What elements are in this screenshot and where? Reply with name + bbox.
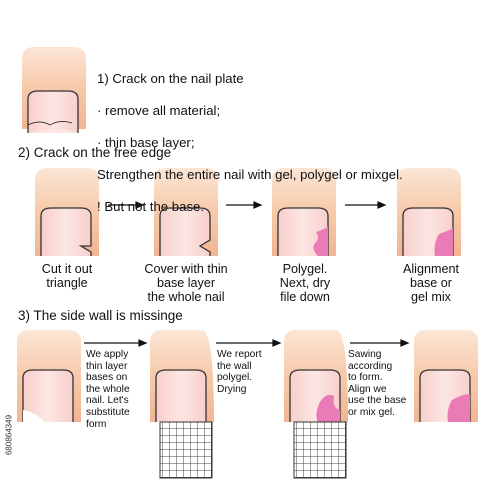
s2-caption-1: Cut it out triangle: [41, 262, 93, 290]
s2-caption-4: Alignment base or gel mix: [402, 262, 459, 304]
s2-caption-2: Cover with thin base layer the whole nai…: [144, 262, 228, 304]
s3-note-3: Sawing according to form. Align we use t…: [348, 349, 407, 418]
s1-line-4: Strengthen the entire nail with gel, pol…: [97, 167, 403, 182]
s2-finger-3: [272, 168, 336, 256]
section3-heading: 3) The side wall is missinge: [18, 308, 183, 323]
s1-line-1: 1) Crack on the nail plate: [97, 71, 244, 86]
s3-note-1: We apply thin layer bases on the whole n…: [86, 349, 130, 430]
s3-finger-1: [17, 330, 81, 422]
s3-arrows: [84, 339, 410, 347]
s2-finger-1: [35, 168, 99, 256]
s1-line-3: · thin base layer;: [97, 135, 195, 150]
section2-heading: 2) Crack on the free edge: [18, 145, 172, 160]
s2-finger-4: [397, 168, 461, 256]
s3-finger-2: [150, 330, 214, 479]
s3-finger-3: [284, 330, 348, 479]
s2-arrows: [108, 201, 387, 209]
s3-finger-4: [414, 330, 478, 422]
s1-line-5: ! But not the base.: [97, 199, 205, 214]
stock-id-text: 680864349: [4, 414, 14, 456]
section1-text: 1) Crack on the nail plate · remove all …: [97, 55, 403, 231]
s1-line-2: · remove all material;: [97, 103, 221, 118]
s3-note-2: We report the wall polygel. Drying: [217, 349, 262, 395]
crack-line: [27, 120, 73, 126]
s2-finger-2: [154, 168, 218, 256]
s2-caption-3: Polygel. Next, dry file down: [279, 262, 331, 304]
s1-finger: [22, 47, 86, 133]
stock-id: 680864349: [4, 380, 14, 490]
